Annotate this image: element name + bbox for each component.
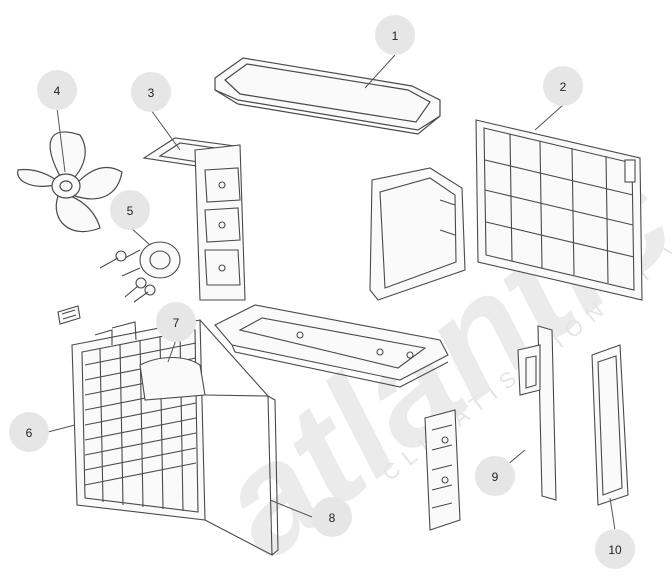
callout-9: 9	[475, 456, 515, 496]
part-side-panel	[591, 344, 629, 506]
callout-label: 10	[608, 543, 622, 557]
callout-3: 3	[131, 72, 171, 112]
part-fan-blade	[17, 131, 123, 233]
callout-label: 6	[26, 426, 33, 440]
part-base-tray	[214, 304, 449, 388]
part-side-bracket	[517, 325, 557, 501]
part-rear-grille	[475, 119, 643, 301]
callout-label: 7	[173, 316, 180, 330]
leader-lines	[47, 54, 616, 531]
callout-1: 1	[375, 15, 415, 55]
part-top-cover	[214, 57, 441, 135]
callout-label: 1	[392, 29, 399, 43]
callout-8: 8	[312, 497, 352, 537]
part-control-bracket	[142, 137, 246, 301]
callout-5: 5	[110, 190, 150, 230]
callouts: 1 2 3 4 5 6 7 8	[9, 15, 635, 569]
callout-label: 4	[54, 84, 61, 98]
part-motor-cover	[139, 357, 206, 401]
part-fan-motor	[99, 241, 181, 303]
callout-label: 5	[127, 204, 134, 218]
part-valve-panel	[424, 409, 461, 531]
callout-7: 7	[156, 302, 196, 342]
callout-label: 2	[560, 80, 567, 94]
callout-label: 9	[492, 470, 499, 484]
callout-2: 2	[543, 66, 583, 106]
callout-4: 4	[37, 70, 77, 110]
part-partition-plate	[369, 167, 466, 301]
callout-label: 8	[329, 511, 336, 525]
callout-6: 6	[9, 412, 49, 452]
callout-10: 10	[595, 529, 635, 569]
callout-label: 3	[148, 86, 155, 100]
part-clip	[57, 305, 81, 325]
